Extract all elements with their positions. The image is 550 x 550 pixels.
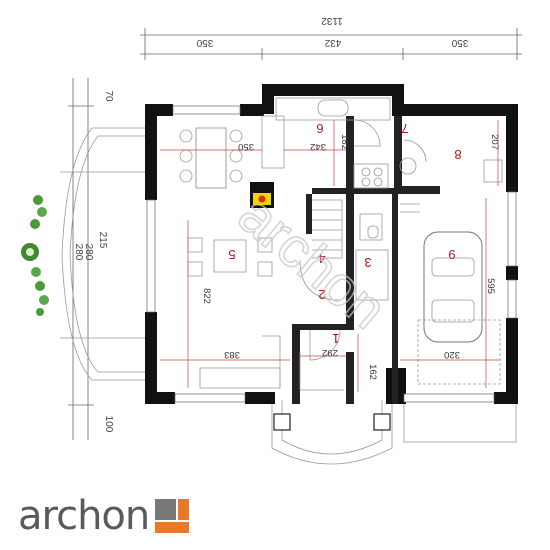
room-dimension-lines — [160, 120, 500, 392]
staircase — [299, 199, 343, 301]
entry-doors — [299, 329, 344, 391]
porch-outline — [271, 400, 393, 465]
fireplace-icon — [250, 182, 274, 208]
room-number-4: 4 — [318, 251, 325, 266]
living-furniture — [187, 237, 281, 389]
logo-text: archon — [18, 493, 150, 539]
archon-logo: archon — [18, 493, 190, 539]
room-number-3: 3 — [364, 255, 371, 270]
watermark: archon — [227, 182, 399, 340]
dim-vestibule: 162 — [367, 364, 378, 380]
top-dimension-lines — [140, 28, 522, 60]
dim-kitchen: 342 — [310, 141, 326, 152]
garage-forecourt — [403, 404, 517, 443]
dim-hall: 292 — [322, 347, 338, 358]
dim-left-b: 280 — [83, 244, 94, 261]
dim-left-top: 70 — [103, 90, 114, 102]
dim-left-a: 215 — [97, 232, 108, 249]
garage-side-door — [400, 203, 420, 213]
dim-top-left: 350 — [196, 37, 213, 48]
windows — [146, 105, 517, 403]
dim-living-bottom: 383 — [224, 349, 240, 360]
shrub-icon — [21, 195, 49, 316]
dining-table — [179, 127, 243, 189]
room-number-6: 6 — [316, 121, 323, 136]
dim-garage-bottom: 320 — [444, 349, 460, 360]
room-number-7: 7 — [401, 121, 408, 136]
dim-left-c: 280 — [73, 244, 84, 261]
dim-kitchen-left: 350 — [238, 141, 254, 152]
kitchen-counters — [261, 97, 391, 189]
room-number-8: 8 — [454, 147, 461, 162]
dim-living: 822 — [201, 288, 212, 304]
dim-garage: 595 — [485, 278, 496, 294]
dim-room7: 182 — [339, 134, 350, 150]
left-dimension-lines — [68, 78, 94, 440]
interior-walls — [292, 116, 440, 404]
room-number-9: 9 — [448, 247, 455, 262]
dim-top-total: 1132 — [321, 15, 343, 26]
room-number-5: 5 — [228, 247, 235, 262]
bathroom-fixtures — [355, 213, 389, 301]
dim-top-mid: 432 — [324, 37, 341, 48]
logo-mark-icon — [155, 499, 190, 533]
car-icon — [417, 231, 501, 385]
room-number-1: 1 — [332, 331, 339, 346]
dim-room8: 207 — [489, 134, 500, 150]
exterior-walls — [145, 84, 518, 404]
room-number-2: 2 — [318, 287, 325, 302]
dim-left-bottom: 100 — [103, 416, 114, 433]
utility-fixtures — [399, 139, 503, 183]
terrace-outline — [60, 127, 150, 381]
dim-top-right: 350 — [451, 37, 468, 48]
